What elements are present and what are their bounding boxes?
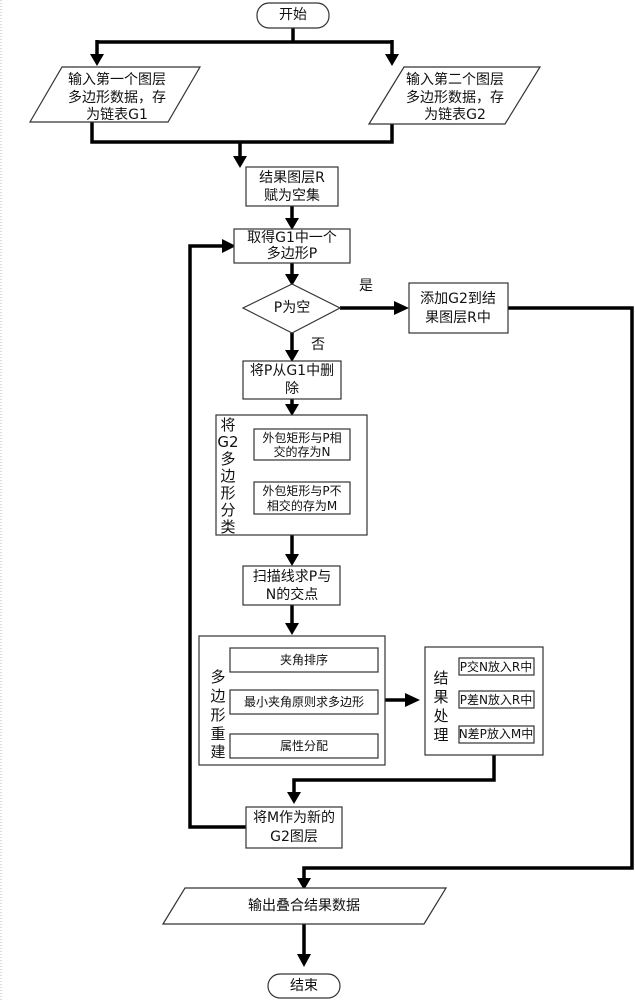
arrow-to-result	[405, 693, 420, 707]
classify-label-1: G2	[217, 433, 238, 451]
no-label: 否	[311, 337, 325, 353]
rebuild-label-3: 重	[210, 725, 225, 743]
rebuild-box: 多 边 形 重 建 夹角排序 最小夹角原则求多边形 属性分配	[199, 636, 385, 765]
input-g2-line1: 输入第二个图层	[406, 71, 504, 88]
arrow-to-add-g2	[394, 301, 409, 315]
result-step-2: P差N放入R中	[460, 692, 533, 707]
non-intersect-line1: 外包矩形与P不	[262, 484, 341, 498]
rebuild-label-4: 建	[210, 743, 225, 761]
input-g2-line3: 为链表G2	[424, 107, 486, 123]
scanline-box: 扫描线求P与 N的交点	[243, 566, 340, 605]
arrow-to-g2	[385, 54, 399, 66]
input-g1: 输入第一个图层 多边形数据，存 为链表G1	[30, 67, 200, 123]
rebuild-step-1: 夹角排序	[280, 652, 328, 667]
init-result-box: 结果图层R 赋为空集	[246, 167, 338, 206]
arrow-to-scan	[285, 554, 299, 566]
arrow-to-init	[233, 156, 247, 168]
result-label-1: 果	[433, 688, 448, 706]
rebuild-step-2: 最小夹角原则求多边形	[244, 695, 364, 709]
input-g1-line1: 输入第一个图层	[68, 71, 166, 88]
add-g2-line2: 果图层R中	[425, 310, 491, 326]
input-g2: 输入第二个图层 多边形数据，存 为链表G2	[369, 67, 540, 124]
start-terminal: 开始	[257, 3, 329, 28]
result-step-1: P交N放入R中	[460, 659, 533, 674]
classify-label-0: 将	[220, 416, 235, 434]
arrow-to-g1	[90, 54, 104, 66]
arrow-to-classify	[285, 404, 299, 416]
rebuild-label-1: 边	[210, 687, 225, 705]
classify-label-3: 边	[220, 467, 235, 485]
input-g1-line2: 多边形数据，存	[68, 89, 166, 106]
connector-add-g2-output	[304, 308, 632, 880]
classify-box: 将 G2 多 边 形 分 类 外包矩形与P相 交的存为N 外包矩形与P不 相交的…	[216, 415, 367, 536]
arrow-to-end	[297, 954, 311, 967]
add-g2-line1: 添加G2到结	[420, 291, 496, 307]
start-label: 开始	[279, 7, 307, 23]
scanline-line2: N的交点	[266, 586, 318, 603]
input-g1-line3: 为链表G1	[86, 107, 148, 123]
connector-merge	[92, 122, 392, 142]
result-step-3: N差P放入M中	[459, 726, 534, 741]
result-process-box: 结 果 处 理 P交N放入R中 P差N放入R中 N差P放入M中	[425, 647, 543, 755]
rebuild-step-3: 属性分配	[280, 739, 328, 753]
new-g2-line2: G2图层	[270, 829, 318, 845]
intersect-line1: 外包矩形与P相	[262, 431, 341, 445]
decision-label: P为空	[274, 300, 310, 316]
add-g2-box: 添加G2到结 果图层R中	[409, 283, 508, 333]
rebuild-label-0: 多	[210, 668, 225, 686]
end-terminal: 结束	[268, 974, 340, 998]
init-result-line1: 结果图层R	[259, 170, 325, 186]
arrow-to-get	[285, 218, 299, 230]
rebuild-label-2: 形	[210, 706, 225, 724]
classify-label-6: 类	[220, 518, 235, 536]
classify-label-4: 形	[220, 484, 235, 502]
classify-label-5: 分	[220, 501, 235, 519]
decision-p-empty: P为空	[243, 284, 340, 333]
delete-p-line2: 除	[285, 381, 299, 397]
scanline-line1: 扫描线求P与	[253, 569, 331, 585]
output-box: 输出叠合结果数据	[163, 888, 446, 924]
new-g2-line1: 将M作为新的	[253, 810, 335, 826]
yes-label: 是	[359, 278, 373, 294]
get-polygon-box: 取得G1中一个 多边形P	[234, 229, 350, 263]
get-polygon-line1: 取得G1中一个	[247, 229, 337, 246]
delete-p-line1: 将P从G1中删	[250, 363, 334, 379]
result-label-0: 结	[433, 669, 448, 687]
input-g2-line2: 多边形数据，存	[406, 89, 504, 106]
new-g2-box: 将M作为新的 G2图层	[246, 807, 342, 848]
delete-p-box: 将P从G1中删 除	[243, 361, 341, 399]
classify-label-2: 多	[220, 450, 235, 468]
intersect-line2: 交的存为N	[274, 444, 331, 459]
end-label: 结束	[290, 978, 318, 994]
arrow-to-delete	[285, 350, 299, 362]
result-label-2: 处	[433, 707, 448, 725]
result-label-3: 理	[433, 726, 448, 744]
arrow-to-rebuild	[285, 623, 299, 635]
init-result-line2: 赋为空集	[264, 187, 320, 204]
arrow-to-newg2	[287, 792, 301, 804]
non-intersect-line2: 相交的存为M	[267, 498, 337, 513]
output-label: 输出叠合结果数据	[248, 898, 360, 914]
get-polygon-line2: 多边形P	[267, 245, 317, 262]
